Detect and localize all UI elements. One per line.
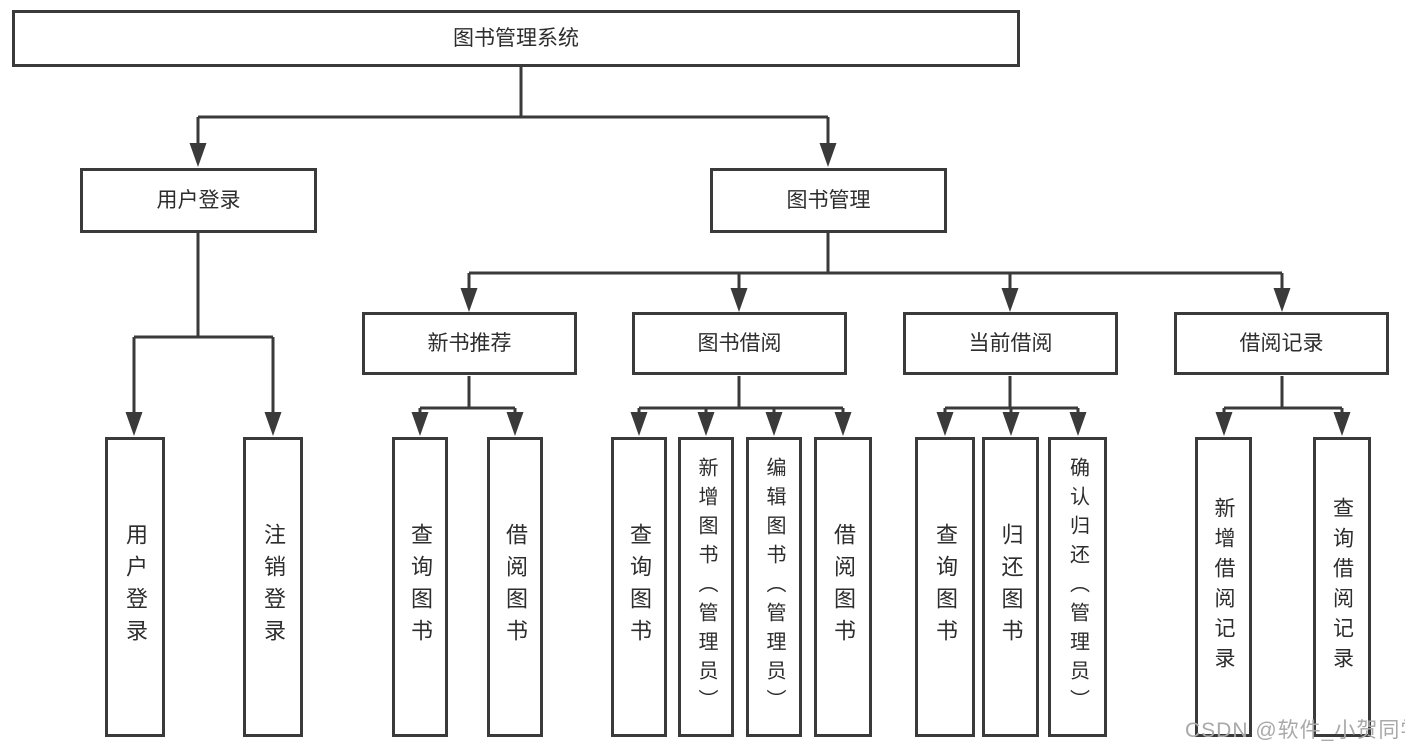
node-current-borrow: 当前借阅 bbox=[903, 312, 1118, 375]
arrowhead bbox=[1069, 412, 1087, 436]
node-leaf-user-login: 用户登录 bbox=[105, 437, 165, 737]
node-book-management: 图书管理 bbox=[710, 168, 947, 233]
node-new-book-recommend: 新书推荐 bbox=[362, 312, 577, 375]
arrowhead bbox=[125, 412, 143, 436]
arrowhead bbox=[1273, 288, 1291, 312]
node-leaf-add-borrow-record: 新增借阅记录 bbox=[1195, 437, 1252, 737]
node-book-borrow: 图书借阅 bbox=[632, 312, 847, 375]
node-leaf-query-borrow-record: 查询借阅记录 bbox=[1313, 437, 1371, 737]
arrowhead bbox=[264, 412, 282, 436]
arrowhead bbox=[834, 412, 852, 436]
arrowhead bbox=[819, 143, 837, 167]
node-leaf-query-books-2: 查询图书 bbox=[611, 437, 667, 737]
arrowhead bbox=[1001, 288, 1019, 312]
arrowhead bbox=[730, 288, 748, 312]
node-leaf-edit-book-admin: 编辑图书（管理员） bbox=[746, 437, 802, 737]
arrowhead bbox=[1002, 412, 1020, 436]
arrowhead bbox=[765, 412, 783, 436]
arrowhead bbox=[460, 288, 478, 312]
node-leaf-query-books-3: 查询图书 bbox=[915, 437, 975, 737]
node-leaf-confirm-return-admin: 确认归还（管理员） bbox=[1048, 437, 1107, 737]
node-leaf-return-book: 归还图书 bbox=[982, 437, 1039, 737]
node-leaf-add-book-admin: 新增图书（管理员） bbox=[678, 437, 734, 737]
node-leaf-logout: 注销登录 bbox=[243, 437, 303, 737]
arrowhead bbox=[697, 412, 715, 436]
node-leaf-query-books-1: 查询图书 bbox=[392, 437, 448, 737]
node-user-login: 用户登录 bbox=[80, 168, 317, 233]
node-library-system: 图书管理系统 bbox=[12, 10, 1020, 67]
arrowhead bbox=[506, 412, 524, 436]
csdn-watermark: CSDN @软件_小贺同学 bbox=[1185, 719, 1405, 742]
node-leaf-borrow-books-1: 借阅图书 bbox=[487, 437, 543, 737]
arrowhead bbox=[411, 412, 429, 436]
arrowhead bbox=[189, 143, 207, 167]
arrowhead bbox=[630, 412, 648, 436]
arrowhead bbox=[1215, 412, 1233, 436]
arrowhead bbox=[1333, 412, 1351, 436]
node-leaf-borrow-books-2: 借阅图书 bbox=[814, 437, 872, 737]
arrowhead bbox=[936, 412, 954, 436]
node-borrow-records: 借阅记录 bbox=[1174, 312, 1389, 375]
